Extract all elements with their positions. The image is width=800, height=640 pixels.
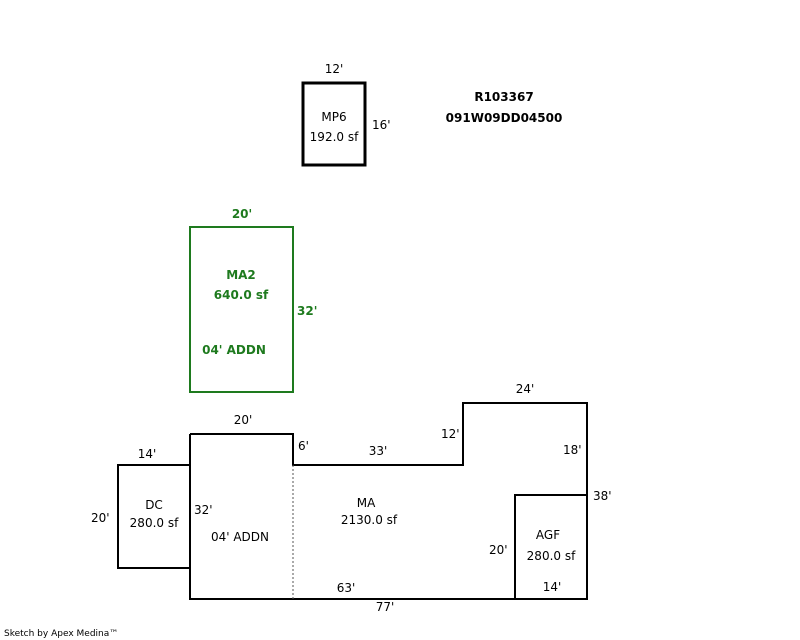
- ma2-outline: [189, 226, 294, 393]
- mp6-code: MP6: [321, 110, 346, 124]
- addn-height-label: 32': [194, 503, 213, 517]
- agf-area: 280.0 sf: [527, 549, 576, 563]
- ma-step-label: 6': [298, 439, 309, 453]
- ma-right-label: 38': [593, 489, 612, 503]
- agf-code: AGF: [536, 528, 560, 542]
- ma2-note: 04' ADDN: [202, 343, 266, 357]
- addn-width-label: 20': [234, 413, 253, 427]
- account-number: R103367: [474, 90, 533, 104]
- ma-bottom-inner-label: 63': [337, 581, 356, 595]
- dc-height-label: 20': [91, 511, 110, 525]
- ma-area: 2130.0 sf: [341, 513, 398, 527]
- ma-bottom-label: 77': [376, 600, 395, 614]
- dc-width-label: 14': [138, 447, 157, 461]
- mp6-height-label: 16': [372, 118, 391, 132]
- dc-code: DC: [145, 498, 163, 512]
- agf-height-label: 20': [489, 543, 508, 557]
- mp6-width-label: 12': [325, 62, 344, 76]
- ma2-height-label: 32': [297, 304, 317, 318]
- ma-rise-label: 12': [441, 427, 460, 441]
- ma2-width-label: 20': [232, 207, 252, 221]
- sketch-credit: Sketch by Apex Medina™: [4, 629, 118, 639]
- agf-width-label: 14': [543, 580, 562, 594]
- ma-code: MA: [357, 496, 376, 510]
- mp6-outline: [301, 81, 367, 167]
- map-number: 091W09DD04500: [446, 111, 563, 125]
- dc-area: 280.0 sf: [130, 516, 179, 530]
- ma2-area: 640.0 sf: [214, 288, 269, 302]
- main-outline: [189, 402, 588, 600]
- agf-outline: [514, 494, 588, 600]
- ma-upper-label: 24': [516, 382, 535, 396]
- addn-label: 04' ADDN: [211, 530, 269, 544]
- ma-right-upper-label: 18': [563, 443, 582, 457]
- ma-top-label: 33': [369, 444, 388, 458]
- mp6-area: 192.0 sf: [310, 130, 359, 144]
- ma2-code: MA2: [226, 268, 256, 282]
